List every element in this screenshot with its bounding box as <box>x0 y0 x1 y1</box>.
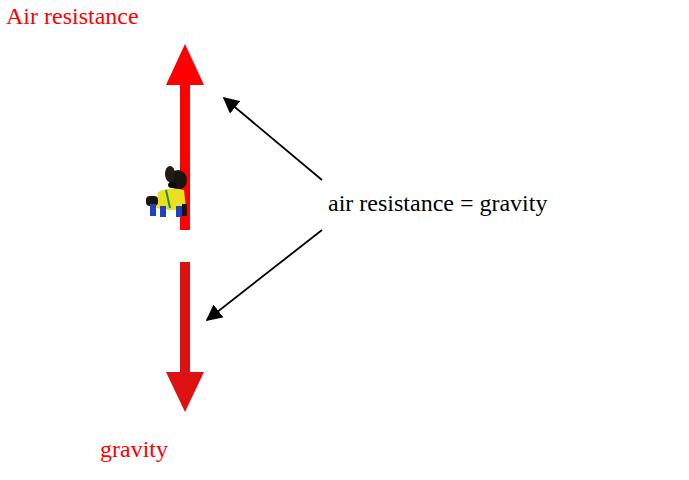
gravity-arrow <box>166 262 204 412</box>
equality-note: air resistance = gravity <box>328 190 547 218</box>
force-label: gravity <box>100 436 168 464</box>
leader-arrow <box>224 98 322 180</box>
force-label: Air resistance <box>6 3 139 31</box>
dog-picture <box>146 166 187 217</box>
leader-arrow <box>207 230 322 320</box>
